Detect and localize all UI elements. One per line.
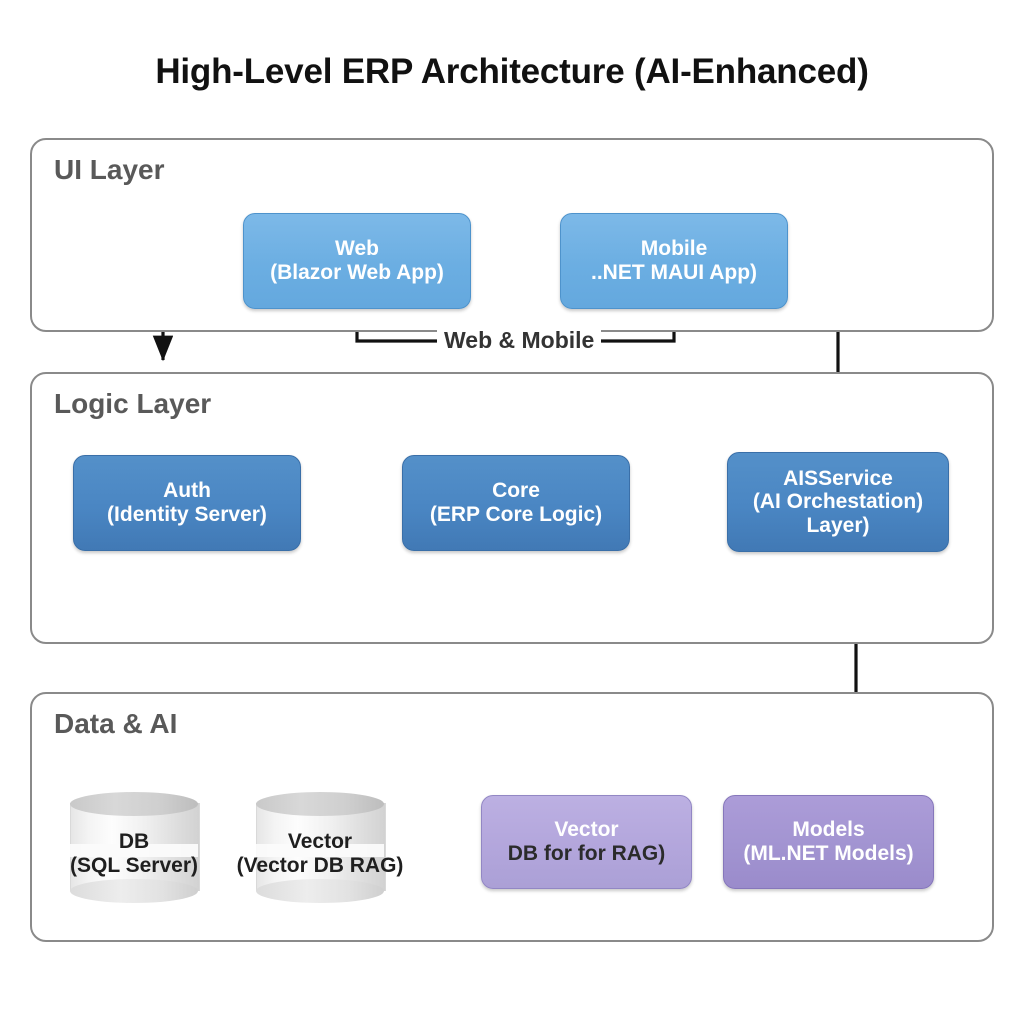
node-web-line2: (Blazor Web App) — [270, 261, 444, 284]
cylinder-band — [256, 844, 384, 857]
node-auth[interactable]: Auth (Identity Server) — [73, 455, 301, 551]
node-aiservice-line3: Layer) — [806, 513, 870, 537]
cylinder-band — [70, 844, 198, 857]
database-cylinder-vector-label: Vector (Vector DB RAG) — [237, 830, 404, 879]
node-models[interactable]: Models (ML.NET Models) — [723, 795, 934, 889]
database-cylinder-vector[interactable]: Vector (Vector DB RAG) — [237, 792, 403, 903]
layer-data-title: Data & AI — [54, 708, 178, 739]
node-core-line2: (ERP Core Logic) — [429, 503, 603, 526]
node-aiservice[interactable]: AISService (AI Orchestation) Layer) — [727, 452, 949, 552]
node-models-line2: (ML.NET Models) — [743, 842, 914, 865]
node-mobile-line2: ..NET MAUI App) — [590, 261, 758, 284]
node-mobile[interactable]: Mobile ..NET MAUI App) — [560, 213, 788, 309]
node-aiservice-line2: (AI Orchestation) — [752, 490, 924, 514]
node-web-line1: Web — [335, 237, 379, 261]
node-vector-db-line2: DB for for RAG) — [507, 842, 666, 865]
cylinder-top-ellipse — [256, 792, 384, 816]
layer-ui-title: UI Layer — [54, 154, 165, 185]
database-cylinder-db-label: DB (SQL Server) — [70, 830, 198, 879]
node-aiservice-line1: AISService — [783, 466, 893, 490]
node-vector-db[interactable]: Vector DB for for RAG) — [481, 795, 692, 889]
cylinder-top-ellipse — [70, 792, 198, 816]
node-auth-line2: (Identity Server) — [107, 503, 267, 526]
page-title: High-Level ERP Architecture (AI-Enhanced… — [155, 52, 869, 91]
layer-logic-title: Logic Layer — [54, 388, 212, 419]
node-core-line1: Core — [492, 479, 540, 503]
node-models-line1: Models — [792, 818, 865, 842]
cyl-db-line1: DB — [118, 830, 150, 853]
node-auth-line1: Auth — [163, 479, 211, 503]
cylinder-bottom-ellipse — [70, 879, 198, 903]
cylinder-bottom-ellipse — [256, 879, 384, 903]
database-cylinder-db[interactable]: DB (SQL Server) — [70, 792, 200, 903]
cyl-db-line2: (SQL Server) — [70, 854, 198, 878]
node-vector-db-line1: Vector — [554, 818, 619, 842]
layer-ui-container: UI Layer — [30, 138, 994, 332]
cyl-vector-line1: Vector — [287, 830, 353, 853]
connector-label-web-mobile: Web & Mobile — [437, 327, 602, 354]
node-web[interactable]: Web (Blazor Web App) — [243, 213, 471, 309]
cyl-vector-line2: (Vector DB RAG) — [236, 854, 404, 878]
node-core[interactable]: Core (ERP Core Logic) — [402, 455, 630, 551]
node-mobile-line1: Mobile — [640, 237, 708, 261]
